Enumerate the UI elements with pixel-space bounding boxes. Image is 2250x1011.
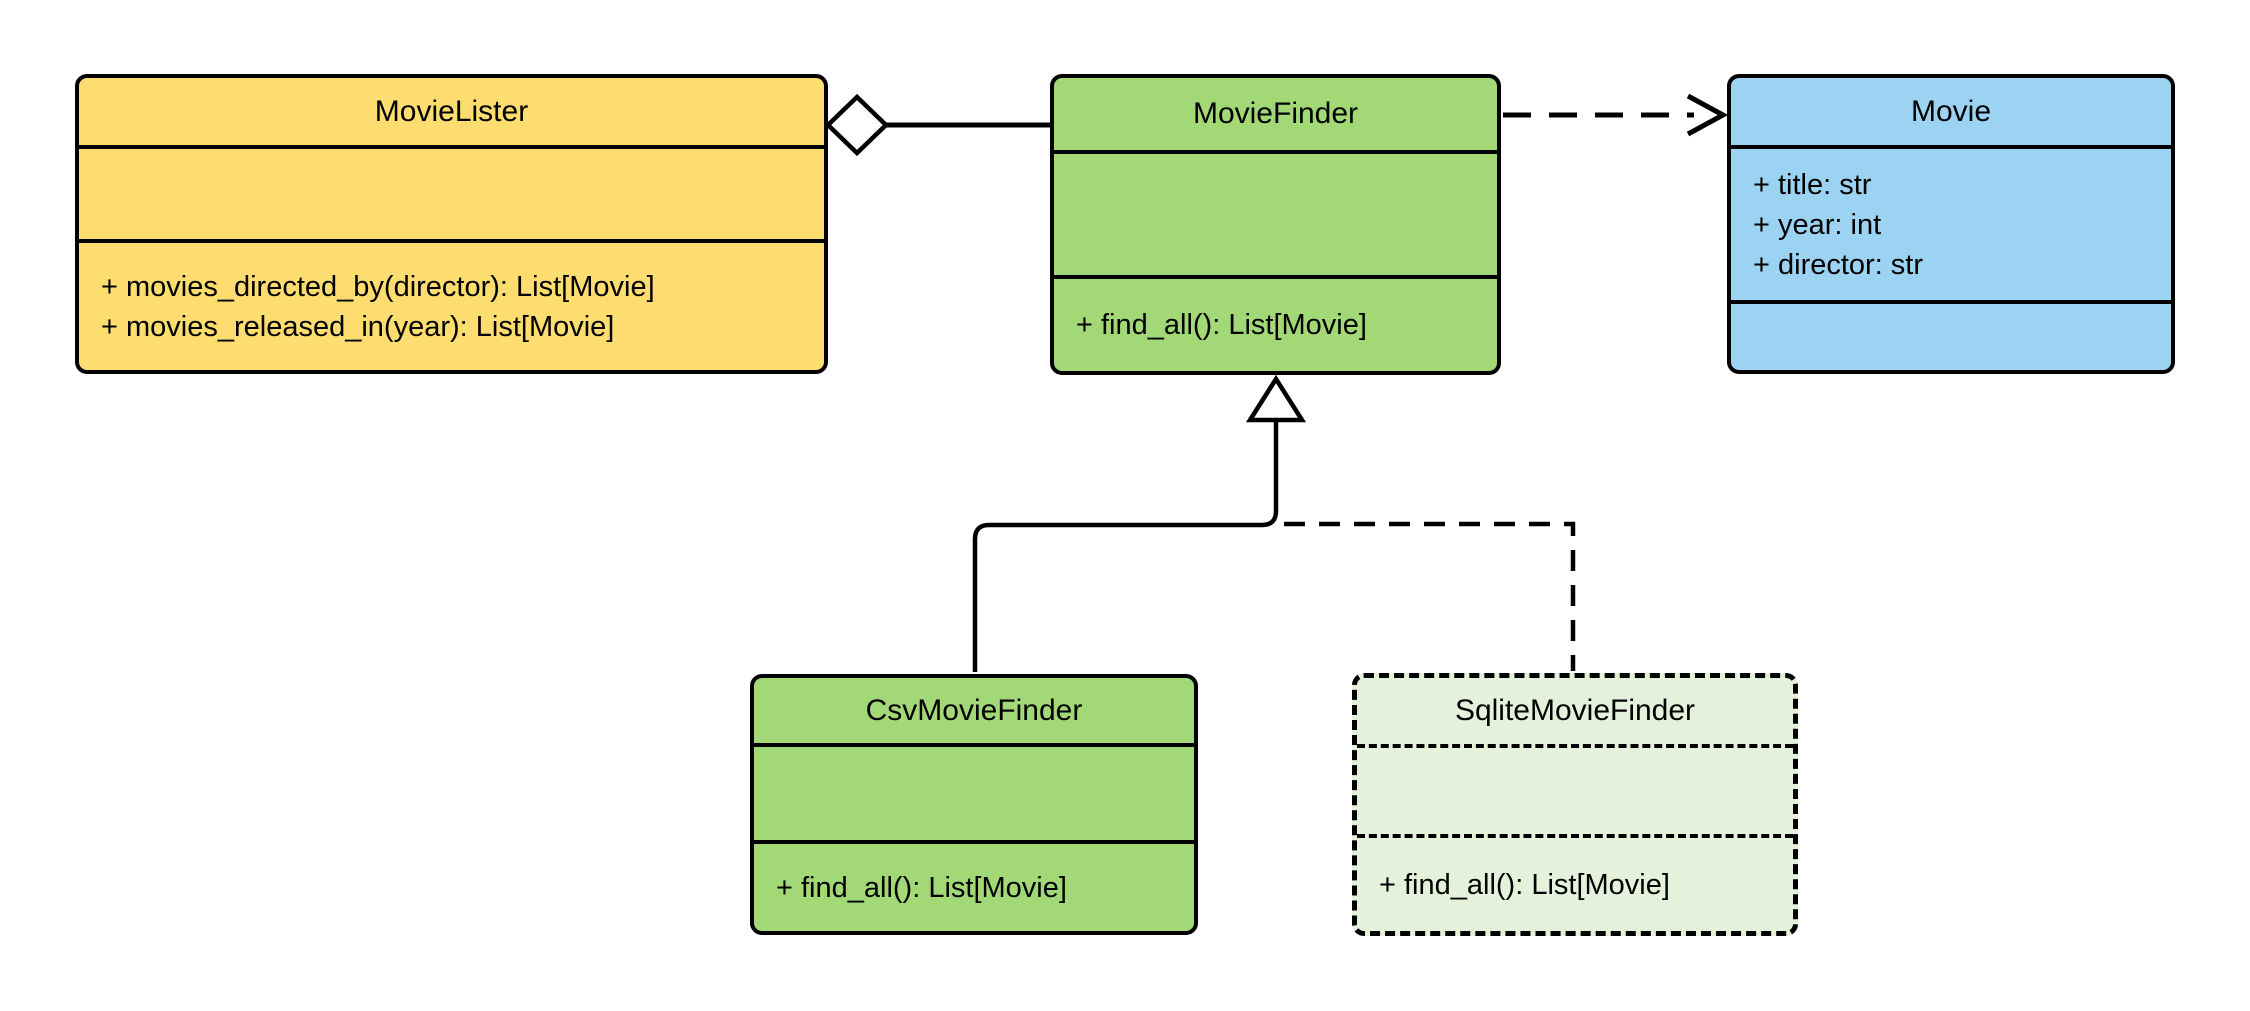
method-text: + find_all(): List[Movie] <box>1076 309 1367 341</box>
class-methods-section: + find_all(): List[Movie] <box>1054 275 1497 371</box>
class-attributes-section <box>79 145 824 239</box>
class-node-moviefinder[interactable]: MovieFinder + find_all(): List[Movie] <box>1050 74 1501 375</box>
class-attributes-section <box>1357 744 1793 834</box>
generalization-edge-csvmoviefinder-moviefinder <box>972 420 1279 672</box>
dependency-edge-moviefinder-movie <box>1503 93 1729 137</box>
method-text: + find_all(): List[Movie] <box>1379 868 1670 901</box>
generalization-edge-sqlitemoviefinder-moviefinder <box>1284 521 1576 671</box>
class-methods-section: + find_all(): List[Movie] <box>754 840 1194 931</box>
aggregation-edge-movielister-moviefinder <box>824 93 1052 157</box>
attribute-text: + director: str <box>1753 248 1924 281</box>
class-title: MovieFinder <box>1192 97 1359 130</box>
hollow-triangle-marker <box>1245 374 1307 423</box>
class-title: MovieLister <box>374 94 529 128</box>
class-title: CsvMovieFinder <box>865 693 1083 727</box>
class-node-movielister[interactable]: MovieLister + movies_directed_by(directo… <box>75 74 828 374</box>
method-text: + find_all(): List[Movie] <box>776 871 1067 904</box>
method-text: + movies_released_in(year): List[Movie] <box>101 310 615 343</box>
class-node-csvmoviefinder[interactable]: CsvMovieFinder + find_all(): List[Movie] <box>750 674 1198 935</box>
attribute-text: + year: int <box>1753 208 1882 241</box>
class-node-movie[interactable]: Movie + title: str + year: int + director:… <box>1727 74 2175 374</box>
attribute-text: + title: str <box>1753 168 1872 201</box>
class-title: Movie <box>1910 94 1992 128</box>
class-attributes-section: + title: str + year: int + director: str <box>1731 145 2171 300</box>
open-arrowhead-marker <box>1686 93 1729 137</box>
class-methods-section: + movies_directed_by(director): List[Mov… <box>79 239 824 370</box>
method-text: + movies_directed_by(director): List[Mov… <box>101 270 655 303</box>
class-attributes-section <box>754 743 1194 840</box>
class-node-sqlitemoviefinder[interactable]: SqliteMovieFinder + find_all(): List[Mov… <box>1352 673 1798 936</box>
hollow-diamond-marker <box>824 93 890 157</box>
class-methods-section <box>1731 300 2171 370</box>
class-title: SqliteMovieFinder <box>1454 694 1696 727</box>
class-attributes-section <box>1054 150 1497 275</box>
class-methods-section: + find_all(): List[Movie] <box>1357 834 1793 931</box>
